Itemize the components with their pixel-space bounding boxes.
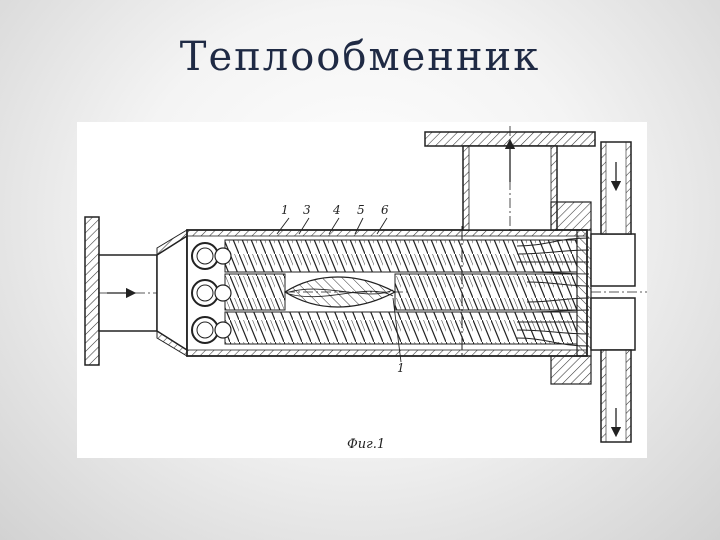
figure-caption: Фиг.1 [347, 437, 385, 452]
technical-drawing-svg: 1 3 4 5 6 1 Фиг.1 [84, 126, 647, 452]
inlet-cone [156, 229, 188, 357]
top-outlet-nozzle [424, 126, 596, 232]
cold-inlet-pipe [600, 141, 632, 235]
tube-sheet [550, 201, 647, 385]
callout-5: 5 [357, 203, 365, 217]
callout-1: 1 [281, 203, 289, 217]
inlet-flange [84, 216, 187, 366]
tube-bundle [224, 239, 578, 345]
heat-exchanger-drawing: 1 3 4 5 6 1 Фиг.1 [77, 122, 647, 458]
cold-outlet-pipe [600, 349, 632, 443]
callout-leaders [276, 217, 402, 363]
callout-4: 4 [332, 203, 341, 217]
callout-6: 6 [381, 203, 389, 217]
tube-ends [191, 242, 232, 344]
slide-title: Теплообменник [179, 34, 541, 80]
callout-1-lower: 1 [397, 361, 405, 375]
callout-3: 3 [303, 203, 311, 217]
